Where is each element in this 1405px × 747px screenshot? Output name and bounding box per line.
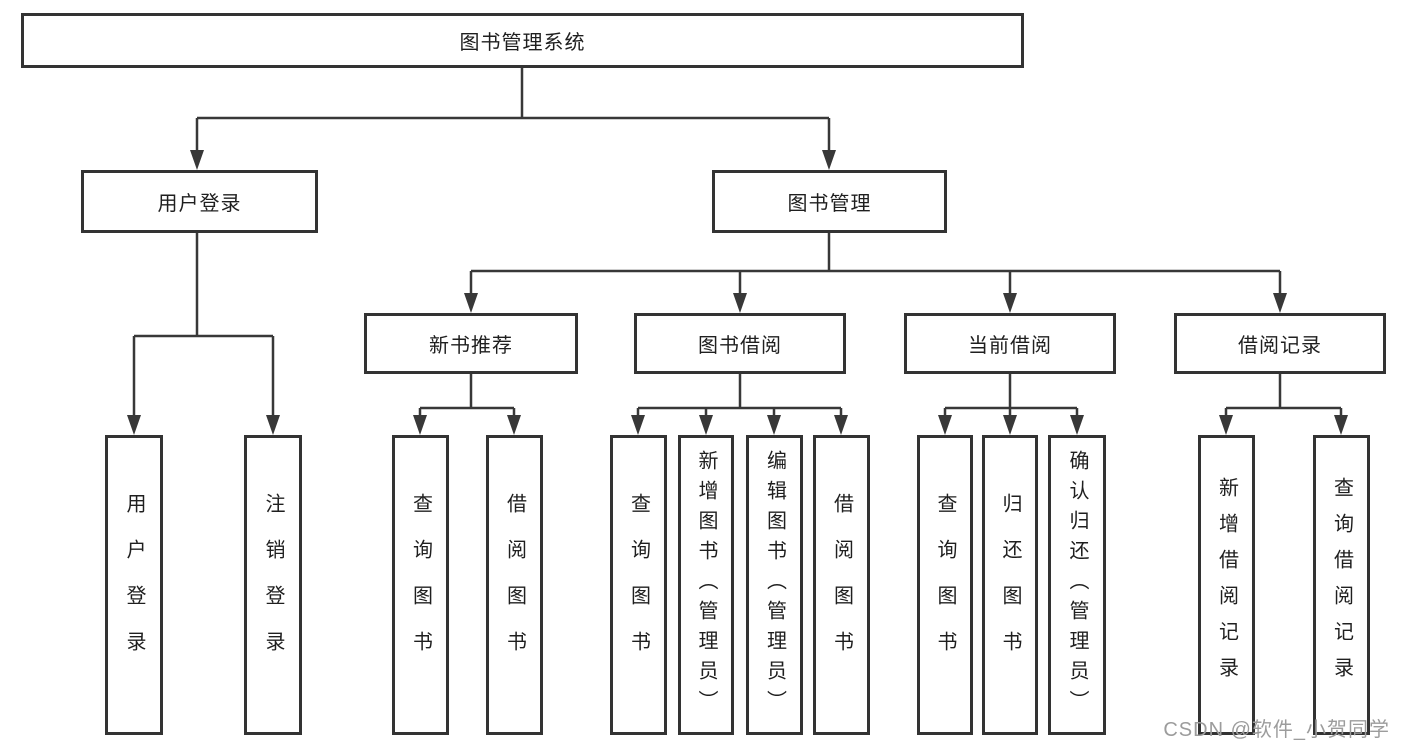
leaf-newbook-query-books: 查询图书 — [392, 435, 449, 735]
leaf-record-add-borrow-record: 新增借阅记录 — [1198, 435, 1255, 735]
node-book-borrow: 图书借阅 — [634, 313, 846, 374]
leaf-current-confirm-return-admin: 确认归还（管理员） — [1048, 435, 1106, 735]
leaf-borrow-add-books-admin: 新增图书（管理员） — [678, 435, 734, 735]
leaf-logout: 注销登录 — [244, 435, 302, 735]
node-current-borrow: 当前借阅 — [904, 313, 1116, 374]
node-new-book-recommend: 新书推荐 — [364, 313, 578, 374]
leaf-user-login: 用户登录 — [105, 435, 163, 735]
node-user-login-group: 用户登录 — [81, 170, 318, 233]
leaf-newbook-borrow-books: 借阅图书 — [486, 435, 543, 735]
node-borrow-record: 借阅记录 — [1174, 313, 1386, 374]
leaf-borrow-query-books: 查询图书 — [610, 435, 667, 735]
leaf-borrow-edit-books-admin: 编辑图书（管理员） — [746, 435, 803, 735]
leaf-borrow-borrow-books: 借阅图书 — [813, 435, 870, 735]
leaf-record-query-borrow-record: 查询借阅记录 — [1313, 435, 1370, 735]
node-book-management-group: 图书管理 — [712, 170, 947, 233]
csdn-watermark: CSDN @软件_小贺同学 — [1163, 719, 1390, 741]
node-root-system: 图书管理系统 — [21, 13, 1024, 68]
leaf-current-return-books: 归还图书 — [982, 435, 1038, 735]
leaf-current-query-books: 查询图书 — [917, 435, 973, 735]
